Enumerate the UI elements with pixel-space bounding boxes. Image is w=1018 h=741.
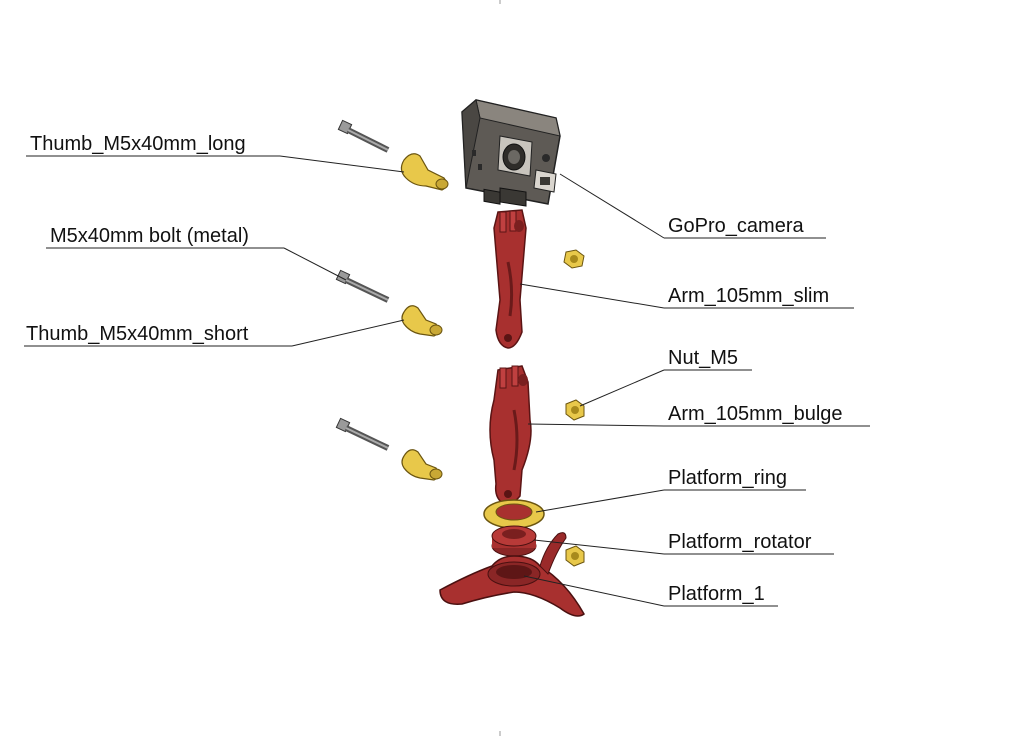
platform-1-part xyxy=(439,532,585,617)
bolt-metal-part-1 xyxy=(337,119,390,153)
nut-m5-part-1 xyxy=(563,249,585,269)
callout-platform-1: Platform_1 xyxy=(523,575,778,607)
label-bolt-metal: M5x40mm bolt (metal) xyxy=(50,225,249,247)
callout-gopro: GoPro_camera xyxy=(559,173,826,239)
thumb-screw-short-part xyxy=(401,305,443,337)
label-gopro: GoPro_camera xyxy=(668,215,804,237)
label-platform-ring: Platform_ring xyxy=(668,467,787,489)
nut-m5-part-3 xyxy=(565,545,585,567)
nut-m5-part-2 xyxy=(565,399,585,421)
platform-ring-part xyxy=(483,499,545,529)
thumb-screw-long-part xyxy=(400,153,449,191)
callout-arm-slim: Arm_105mm_slim xyxy=(519,283,854,309)
callout-arm-bulge: Arm_105mm_bulge xyxy=(527,403,870,427)
callout-thumb-short: Thumb_M5x40mm_short xyxy=(24,319,405,347)
arm-slim-part xyxy=(493,209,527,349)
platform-rotator-part xyxy=(491,525,537,557)
callout-nut: Nut_M5 xyxy=(579,347,752,407)
callout-bolt-metal: M5x40mm bolt (metal) xyxy=(46,225,347,281)
label-thumb-long: Thumb_M5x40mm_long xyxy=(30,133,246,155)
thumb-screw-part-3 xyxy=(401,449,443,481)
label-arm-bulge: Arm_105mm_bulge xyxy=(668,403,843,425)
label-thumb-short: Thumb_M5x40mm_short xyxy=(26,323,249,345)
gopro-camera-part xyxy=(461,99,561,207)
label-platform-1: Platform_1 xyxy=(668,583,765,605)
label-platform-rotator: Platform_rotator xyxy=(668,531,812,553)
bolt-metal-part-3 xyxy=(335,417,390,451)
label-nut: Nut_M5 xyxy=(668,347,738,369)
callout-thumb-long: Thumb_M5x40mm_long xyxy=(26,133,405,173)
arm-bulge-part xyxy=(489,365,532,506)
callout-platform-rotator: Platform_rotator xyxy=(533,531,834,555)
callout-platform-ring: Platform_ring xyxy=(535,467,806,513)
bolt-metal-part-2 xyxy=(335,269,390,303)
label-arm-slim: Arm_105mm_slim xyxy=(668,285,829,307)
